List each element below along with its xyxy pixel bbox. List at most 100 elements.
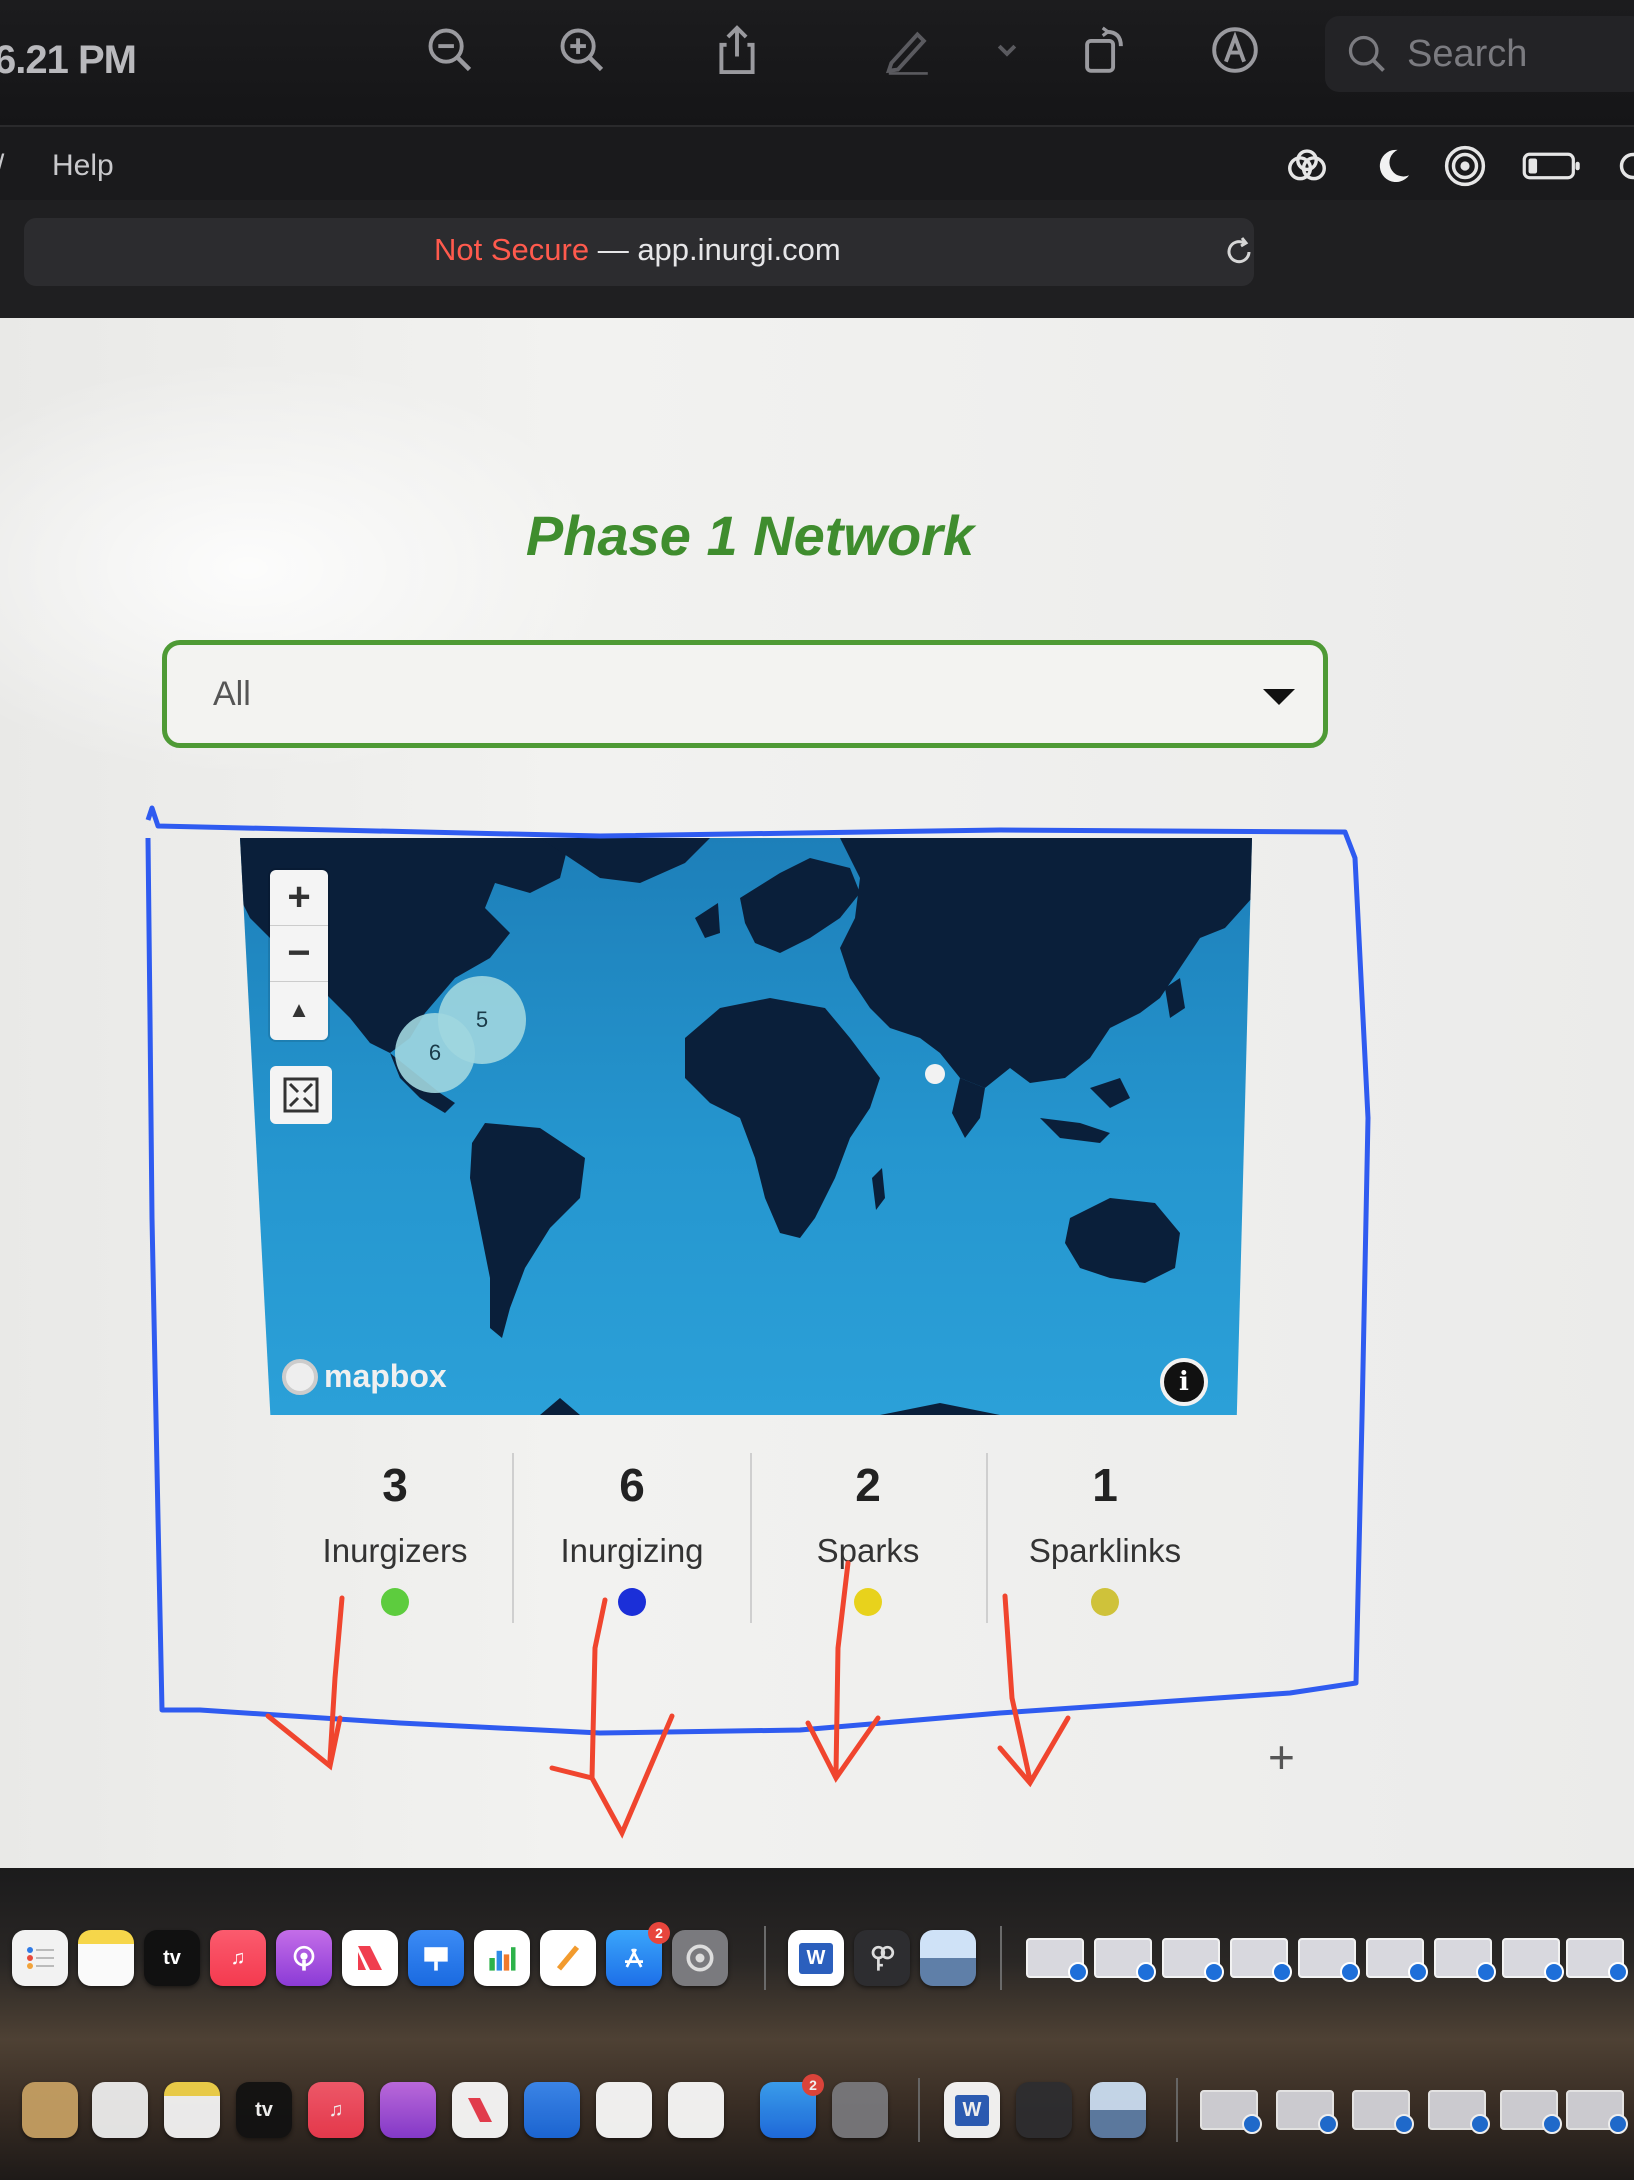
legend-dot-blue	[618, 1588, 646, 1616]
app-toolbar: 6.21 PM Search	[0, 0, 1634, 125]
minimized-window-thumbnail[interactable]	[1094, 1938, 1156, 1982]
network-filter-select[interactable]: All	[162, 640, 1328, 748]
app-store-badge: 2	[648, 1922, 670, 1944]
crosshair-cursor-icon: +	[1268, 1731, 1295, 1783]
minimized-window-thumbnail	[1276, 2090, 1338, 2134]
share-icon[interactable]	[705, 18, 769, 82]
dock-separator	[1176, 2078, 1178, 2142]
keychain-icon	[1016, 2082, 1072, 2138]
minimized-window-thumbnail[interactable]	[1298, 1938, 1360, 1982]
stat-label: Sparks	[816, 1532, 920, 1569]
minimized-window-thumbnail[interactable]	[1366, 1938, 1428, 1982]
news-icon[interactable]	[342, 1930, 398, 1986]
apple-tv-label: tv	[255, 2098, 273, 2121]
airdrop-icon[interactable]	[1440, 141, 1490, 191]
reminders-icon[interactable]	[12, 1930, 68, 1986]
apple-tv-icon[interactable]: tv	[144, 1930, 200, 1986]
zoom-out-icon[interactable]	[418, 18, 482, 82]
app-store-icon: 2	[760, 2074, 824, 2138]
dock-area: tv ♫ 2 W	[0, 1868, 1634, 2180]
legend-dot-yellow	[854, 1588, 882, 1616]
keychain-icon[interactable]	[854, 1930, 910, 1986]
pages-icon	[668, 2082, 724, 2138]
annotate-icon[interactable]	[1203, 18, 1267, 82]
red-arrow-annotation	[549, 1597, 675, 1839]
apple-tv-label: tv	[163, 1946, 181, 1969]
url-field[interactable]: Not Secure — app.inurgi.com	[24, 218, 1254, 286]
pages-icon[interactable]	[540, 1930, 596, 1986]
browser-address-bar: Not Secure — app.inurgi.com	[0, 200, 1634, 318]
minimized-window-thumbnail	[1352, 2090, 1414, 2134]
web-page: Phase 1 Network All	[0, 318, 1634, 1868]
numbers-icon[interactable]	[474, 1930, 530, 1986]
system-preferences-icon[interactable]	[672, 1930, 728, 1986]
minimized-window-thumbnail[interactable]	[1566, 1938, 1628, 1982]
battery-icon[interactable]	[1520, 141, 1584, 191]
toolbar-search-field[interactable]: Search	[1325, 16, 1634, 92]
reload-icon[interactable]	[1219, 232, 1259, 272]
mapbox-logo[interactable]: mapbox	[282, 1358, 447, 1395]
menu-item-help[interactable]: Help	[52, 149, 114, 182]
notes-icon[interactable]	[78, 1930, 134, 1986]
url-separator: —	[589, 232, 638, 267]
keynote-icon[interactable]	[408, 1930, 464, 1986]
rotate-icon[interactable]	[1072, 18, 1136, 82]
reminders-icon	[92, 2082, 148, 2138]
world-landmass	[240, 838, 1252, 1415]
stat-sparklinks: 1 Sparklinks	[985, 1458, 1225, 1616]
do-not-disturb-moon-icon[interactable]	[1368, 141, 1418, 191]
notes-icon	[164, 2082, 220, 2138]
fullscreen-icon[interactable]	[270, 1066, 332, 1124]
menu-bar: / Help	[0, 125, 1634, 200]
minimized-window-thumbnail	[1500, 2090, 1562, 2134]
dock-separator	[1000, 1926, 1002, 1990]
minimized-window-thumbnail[interactable]	[1026, 1938, 1088, 1982]
dock-separator	[918, 2078, 920, 2142]
podcasts-icon[interactable]	[276, 1930, 332, 1986]
filter-selected-value: All	[213, 674, 251, 713]
map-info-button[interactable]: i	[1160, 1358, 1208, 1406]
search-icon	[1348, 35, 1385, 72]
red-arrow-annotation	[265, 1595, 345, 1771]
caret-down-icon	[1263, 689, 1295, 705]
zoom-out-button[interactable]: −	[270, 926, 328, 982]
control-center-icon[interactable]	[1608, 141, 1634, 191]
music-icon[interactable]: ♫	[210, 1930, 266, 1986]
minimized-window-thumbnail[interactable]	[1502, 1938, 1564, 1982]
map-point-marker[interactable]	[925, 1064, 945, 1084]
app-store-icon[interactable]: 2	[606, 1922, 670, 1986]
word-icon[interactable]: W	[788, 1930, 844, 1986]
legend-dot-green	[381, 1588, 409, 1616]
contacts-icon	[22, 2082, 78, 2138]
zoom-in-button[interactable]: +	[270, 870, 328, 926]
menu-clock: 6.21 PM	[0, 38, 137, 82]
red-arrow-annotation	[997, 1593, 1071, 1788]
minimized-window-thumbnail	[1566, 2090, 1628, 2134]
app-store-badge: 2	[802, 2074, 824, 2096]
minimized-window-thumbnail[interactable]	[1162, 1938, 1224, 1982]
dock-primary: tv ♫ 2 W	[0, 1908, 1634, 2008]
chevron-down-icon[interactable]	[975, 18, 1039, 82]
map-cluster-marker[interactable]: 6	[395, 1013, 475, 1093]
zoom-in-icon[interactable]	[550, 18, 614, 82]
system-preferences-icon	[832, 2082, 888, 2138]
compass-reset-icon[interactable]: ▲	[288, 997, 310, 1022]
keynote-icon	[524, 2082, 580, 2138]
word-icon: W	[944, 2082, 1000, 2138]
preview-icon[interactable]	[920, 1930, 976, 1986]
markup-pen-icon[interactable]	[875, 18, 939, 82]
network-map[interactable]: + − ▲ 5 6 mapbox i	[240, 838, 1252, 1415]
podcasts-icon	[380, 2082, 436, 2138]
legend-dot-olive	[1091, 1588, 1119, 1616]
creative-cloud-icon[interactable]	[1282, 141, 1332, 191]
stat-count: 1	[1092, 1459, 1118, 1511]
minimized-window-thumbnail[interactable]	[1230, 1938, 1292, 1982]
minimized-window-thumbnail	[1428, 2090, 1490, 2134]
word-label: W	[798, 1942, 834, 1974]
mapbox-wordmark: mapbox	[324, 1358, 447, 1394]
news-icon	[452, 2082, 508, 2138]
menu-item-partial[interactable]: /	[0, 149, 4, 183]
apple-tv-icon: tv	[236, 2082, 292, 2138]
minimized-window-thumbnail[interactable]	[1434, 1938, 1496, 1982]
